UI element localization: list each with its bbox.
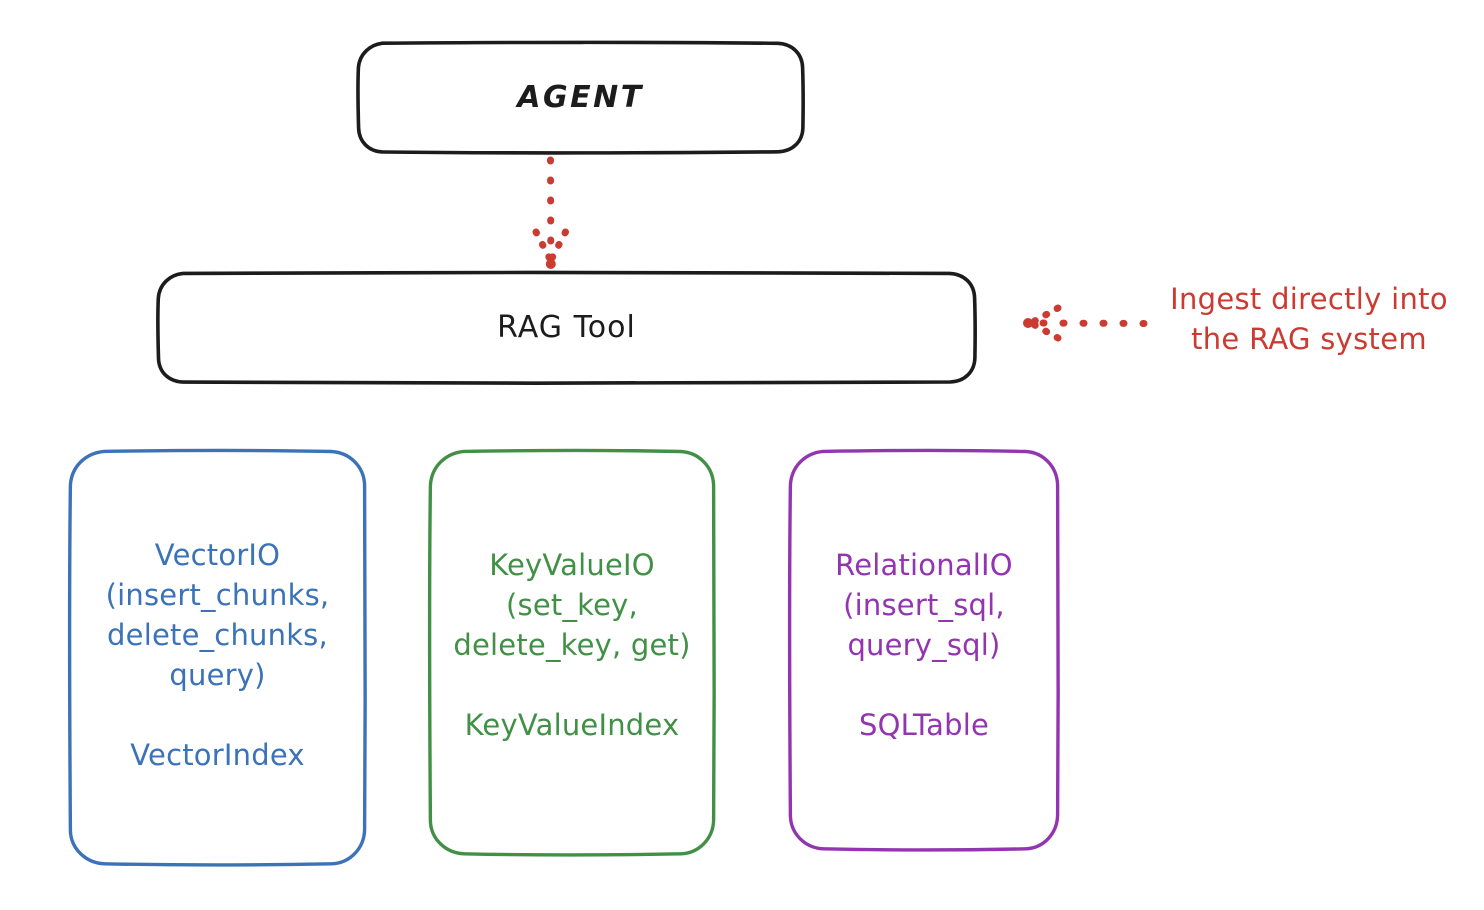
node-relational-io[interactable]: RelationalIO (insert_sql, query_sql) SQL…: [787, 448, 1060, 852]
node-key-value-io-label: KeyValueIO (set_key, delete_key, get) Ke…: [453, 548, 691, 743]
connector-arrow-tip: [545, 259, 556, 269]
key-value-io-box-outline: [427, 448, 716, 857]
vector-io-box-outline: [67, 448, 367, 867]
node-agent[interactable]: AGENT: [356, 40, 805, 155]
connector-arrow-tip: [1023, 318, 1033, 328]
agent-box-outline: [356, 40, 805, 155]
connector-ingest-into-rag: [1023, 304, 1148, 342]
node-vector-io-label: VectorIO (insert_chunks, delete_chunks, …: [105, 538, 330, 773]
node-rag-tool-label: RAG Tool: [497, 309, 636, 345]
relational-io-box-outline: [787, 448, 1060, 852]
node-agent-label: AGENT: [517, 79, 644, 115]
connector-arrow-right: [547, 228, 569, 264]
annotation-ingest-directly: Ingest directly into the RAG system: [1170, 282, 1448, 357]
connector-arrow-lower: [1028, 320, 1062, 342]
connector-shaft: [1038, 319, 1148, 327]
connector-agent-to-rag-tool: [532, 156, 569, 269]
node-relational-io-label: RelationalIO (insert_sql, query_sql) SQL…: [835, 548, 1013, 743]
node-vector-io[interactable]: VectorIO (insert_chunks, delete_chunks, …: [67, 448, 367, 867]
rag-tool-box-outline: [156, 270, 977, 385]
node-rag-tool[interactable]: RAG Tool: [156, 270, 977, 385]
connector-arrow-left: [532, 228, 554, 264]
node-key-value-io[interactable]: KeyValueIO (set_key, delete_key, get) Ke…: [427, 448, 716, 857]
connector-arrow-upper: [1028, 304, 1062, 326]
